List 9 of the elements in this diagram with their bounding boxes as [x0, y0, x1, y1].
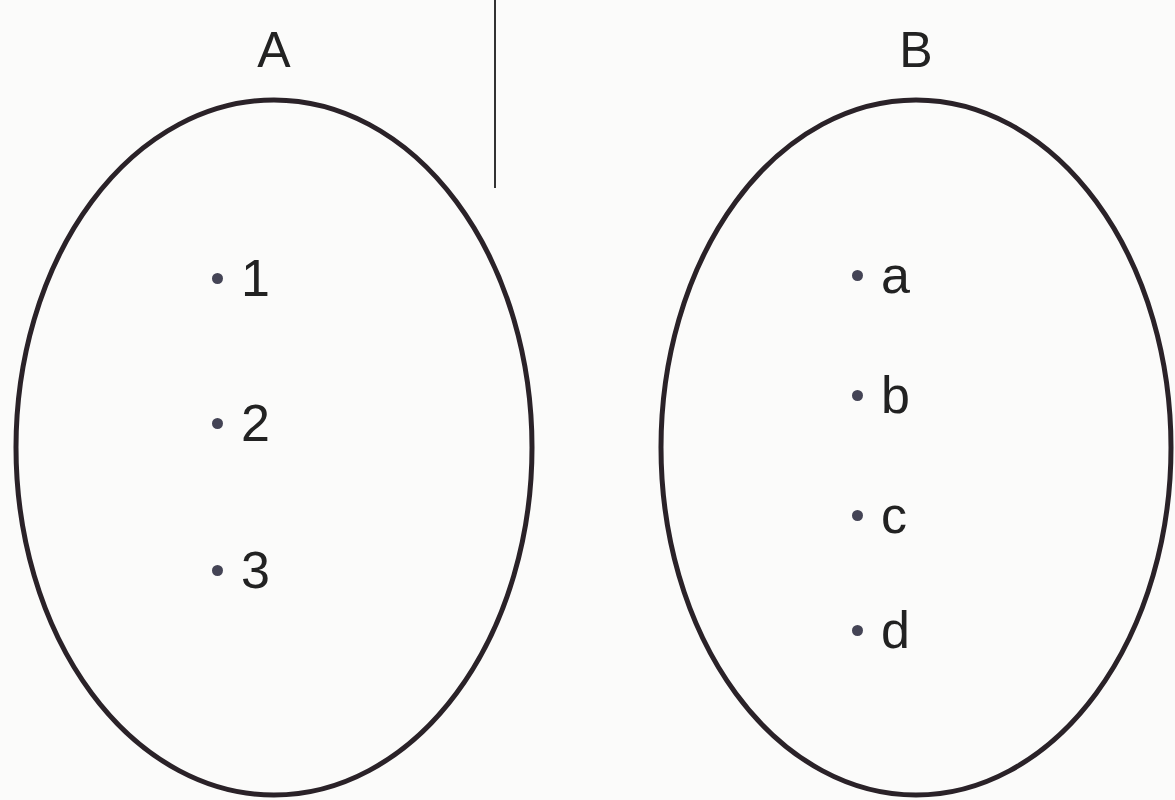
element-label: b: [881, 365, 910, 425]
set-label: B: [899, 21, 933, 80]
element-label: 2: [241, 393, 270, 453]
element-label: d: [881, 600, 910, 660]
element-label: 3: [241, 540, 270, 600]
set-label: A: [257, 21, 291, 80]
element-label: c: [881, 485, 907, 545]
element-label: 1: [241, 248, 270, 308]
element-label: a: [881, 245, 910, 305]
